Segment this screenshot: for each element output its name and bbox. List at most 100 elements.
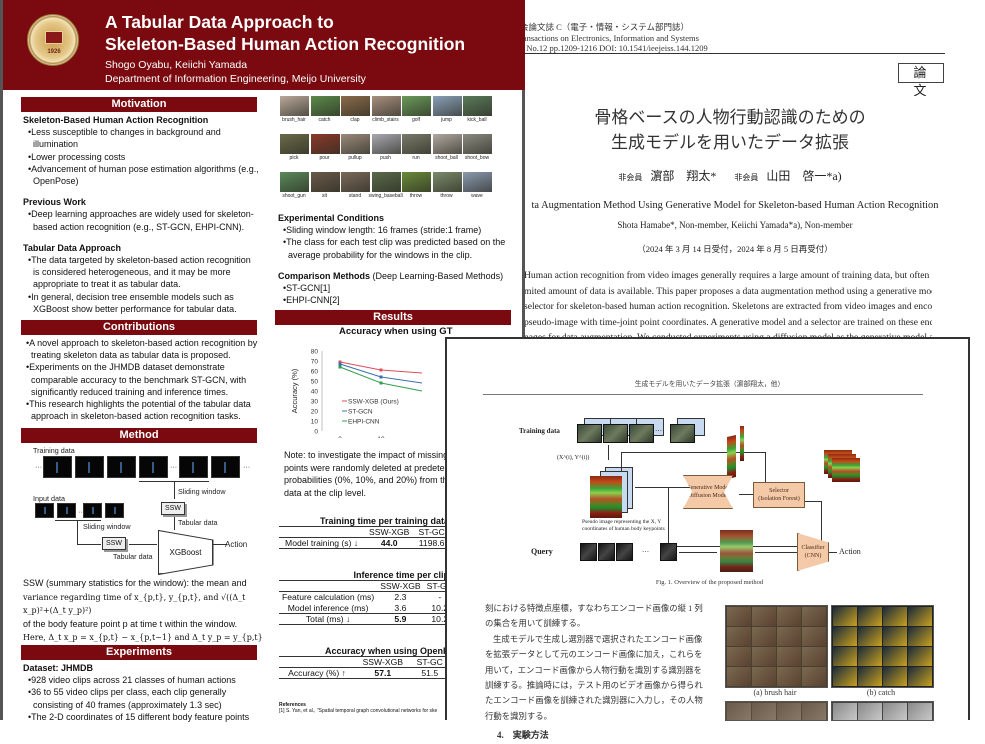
arrow-line [174, 481, 175, 499]
arrow-line [739, 494, 753, 495]
sample-frame [752, 627, 776, 646]
sample-frame [752, 647, 776, 666]
action-thumbnail [280, 172, 309, 192]
body-text-jp: 刻における特徴点座標，すなわちエンコード画像の縦 1 列 の集合を用いて訓練する… [485, 601, 725, 744]
video-frame [577, 424, 602, 443]
action-label: throw [440, 193, 453, 199]
journal-header: 会論文誌 C（電子・情報・システム部門誌） ransactions on Ele… [520, 22, 708, 54]
member-tag: 非会員 [618, 173, 643, 182]
bullet: •Experiments on the JHMDB dataset demons… [26, 362, 247, 397]
action-label: swing_baseball [368, 193, 403, 199]
col-header: ST-GC [414, 526, 449, 538]
sample-frame [908, 703, 932, 720]
bullet-text: ST-GCN[1] [286, 283, 331, 294]
sample-frame [777, 667, 801, 686]
ellipsis: ··· [655, 427, 663, 435]
sample-frame [752, 667, 776, 686]
xgboost-outline [158, 530, 214, 575]
bullet: •The class for each test clip was predic… [283, 237, 506, 260]
sample-frame [908, 647, 932, 666]
svg-text:Accuracy (%): Accuracy (%) [290, 368, 299, 413]
subheading: Tabular Data Approach [23, 242, 122, 253]
crest-icon [45, 31, 63, 44]
journal-name-jp: 会論文誌 C（電子・情報・システム部門誌） [520, 22, 690, 32]
block-label: (CNN) [804, 553, 822, 559]
svg-text:70: 70 [311, 359, 319, 366]
skeleton-frame [139, 456, 168, 478]
svg-text:0: 0 [314, 429, 318, 436]
action-label: golf [411, 117, 421, 123]
action-thumbnail [310, 96, 340, 116]
action-thumbnail [432, 172, 462, 192]
cell: - [438, 592, 442, 603]
text-line: 用いて，エンコード画像から人物行動を識別する識別器を [485, 665, 702, 675]
row-label: Model inference (ms) [287, 602, 369, 613]
sample-grid-d [831, 701, 934, 721]
ssw-block: SSW [161, 502, 185, 515]
action-label: kick_ball [467, 117, 487, 123]
bullet: •Lower processing costs [28, 151, 126, 162]
generated-image [832, 458, 860, 482]
video-frame [670, 424, 695, 443]
column-image [727, 435, 736, 479]
skeleton-frame [179, 456, 208, 478]
authors-en: Shota Hamabe*, Non-member, Keiichi Yamad… [617, 220, 853, 230]
action-label: pullup [348, 155, 362, 161]
desc-line: variance regarding time of x_{p,t}, y_{p… [23, 592, 246, 616]
svg-text:ST-GCN: ST-GCN [348, 409, 373, 416]
text-line: 行動を識別する。 [485, 711, 552, 721]
caption-line: coordinates of human body keypoints [582, 526, 665, 532]
arrow-line [621, 452, 765, 453]
video-frame [603, 424, 628, 443]
header-rule [520, 53, 945, 54]
block-label: Classifier [801, 545, 825, 551]
sample-frame [833, 667, 857, 686]
sample-frame [858, 627, 882, 646]
comparison-title: Comparison Methods [278, 270, 371, 281]
sample-frame [777, 627, 801, 646]
cell: 10.2 [423, 613, 449, 625]
section-header-contributions: Contributions [21, 320, 257, 335]
abstract-line: mited amount of data is available. This … [524, 285, 932, 297]
bullet: •36 to 55 video clips per class, each cl… [28, 687, 227, 710]
ellipsis: ··· [170, 462, 178, 471]
row-label: Feature calculation (ms) [282, 592, 375, 603]
sample-frame [908, 667, 932, 686]
sample-frame [752, 703, 776, 720]
text-line: たエンコード画像を訓練された識別器に入力し，その人物 [485, 696, 703, 706]
note-line: data at the clip level. [284, 487, 367, 498]
action-label: catch [318, 117, 331, 123]
sample-frame [727, 667, 751, 686]
university-logo-icon: 1926 [27, 14, 79, 66]
action-thumbnail [432, 96, 462, 116]
results-note: Note: to investigate the impact of missi… [284, 449, 454, 499]
action-thumbnail [371, 134, 401, 154]
sample-frame [727, 627, 751, 646]
sample-frame [883, 703, 907, 720]
arrow-line [805, 501, 821, 502]
col-header [279, 526, 365, 538]
arrow-line [608, 445, 609, 460]
bullet: •The 2-D coordinates of 15 different bod… [28, 711, 250, 722]
bullet: •A novel approach to skeleton-based acti… [26, 338, 258, 361]
bullet-text: Experiments on the JHMDB dataset demonst… [29, 362, 247, 397]
bullet: •In general, decision tree ensemble mode… [28, 291, 237, 314]
section-header-results: Results [275, 310, 511, 325]
sample-frame [727, 607, 751, 626]
journal-name-en: ransactions on Electronics, Information … [520, 32, 699, 43]
classifier-block: Classifier (CNN) [797, 533, 829, 571]
cell: 5.9 [377, 613, 424, 625]
ellipsis: ··· [243, 462, 251, 471]
action-thumbnail [341, 134, 370, 154]
paper-type-badge: 論 文 [898, 63, 944, 98]
action-thumbnail [402, 172, 431, 192]
bullet: •928 video clips across 21 classes of hu… [28, 675, 236, 686]
action-label: brush_hair [282, 117, 306, 123]
cell: 44.0 [364, 537, 415, 549]
svg-text:EHPI-CNN: EHPI-CNN [348, 419, 380, 426]
action-label: push [380, 155, 391, 161]
action-label: shoot_gun [282, 193, 306, 199]
